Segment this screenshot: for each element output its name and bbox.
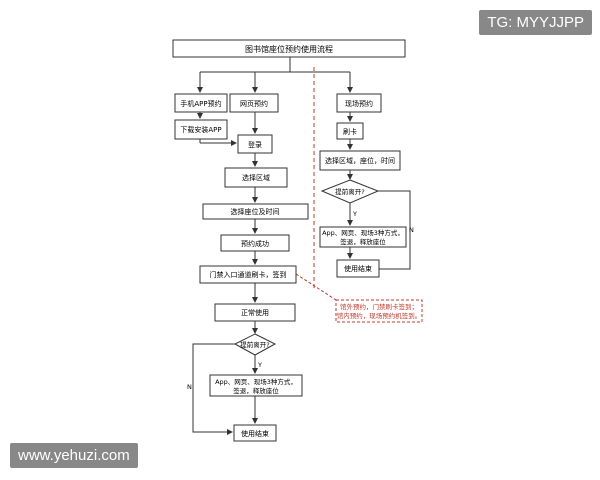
node-swipe-card-text: 刷卡 bbox=[343, 127, 357, 136]
note-line1: 馆外预约，门禁刷卡签到； bbox=[340, 302, 418, 311]
node-release-right-line1: App、网页、现场3种方式， bbox=[322, 228, 404, 237]
node-onsite-reserve-text: 现场预约 bbox=[345, 99, 373, 108]
node-gate-checkin-text: 门禁入口通道刷卡，签到 bbox=[210, 270, 287, 279]
node-onsite-reserve: 现场预约 bbox=[336, 93, 382, 113]
title-box: 图书馆座位预约使用流程 bbox=[172, 39, 406, 58]
node-reserve-success-text: 预约成功 bbox=[241, 239, 269, 248]
node-early-leave-right-text: 提前离开? bbox=[335, 187, 364, 196]
node-download-app: 下载安装APP bbox=[174, 119, 228, 140]
node-release-left-line1: App、网页、现场3种方式， bbox=[215, 377, 297, 386]
node-web-reserve: 网页预约 bbox=[229, 93, 279, 113]
node-end-right-text: 使用结束 bbox=[344, 264, 372, 273]
node-early-leave-right: 提前离开? bbox=[320, 179, 380, 204]
node-end-right: 使用结束 bbox=[336, 259, 380, 278]
label-yes-left: Y bbox=[257, 361, 262, 369]
watermark-bottom: www.yehuzi.com bbox=[10, 443, 138, 468]
node-choose-area-text: 选择区域 bbox=[242, 173, 270, 182]
node-download-app-text: 下载安装APP bbox=[180, 125, 221, 134]
title-text: 图书馆座位预约使用流程 bbox=[245, 44, 333, 54]
node-onsite-choose: 选择区域，座位，时间 bbox=[319, 150, 401, 171]
label-no-right: N bbox=[409, 226, 414, 234]
note-line2: 馆内预约，现场预约机签到。 bbox=[337, 311, 422, 320]
node-early-leave-left-text: 提前离开? bbox=[240, 340, 269, 349]
note-box: 馆外预约，门禁刷卡签到； 馆内预约，现场预约机签到。 bbox=[335, 299, 423, 323]
node-normal-use-text: 正常使用 bbox=[241, 308, 269, 317]
label-yes-right: Y bbox=[352, 210, 357, 218]
node-normal-use: 正常使用 bbox=[214, 303, 296, 322]
node-early-leave-left: 提前离开? bbox=[233, 333, 277, 356]
node-choose-area: 选择区域 bbox=[224, 167, 288, 188]
node-login: 登录 bbox=[237, 134, 273, 154]
node-release-left: App、网页、现场3种方式， 签退，释放座位 bbox=[209, 374, 303, 397]
node-release-left-line2: 签退，释放座位 bbox=[233, 386, 279, 395]
node-choose-seat-time: 选择座位及时间 bbox=[202, 203, 309, 220]
node-reserve-success: 预约成功 bbox=[220, 234, 290, 252]
node-web-reserve-text: 网页预约 bbox=[240, 99, 268, 108]
node-swipe-card: 刷卡 bbox=[336, 122, 364, 140]
node-gate-checkin: 门禁入口通道刷卡，签到 bbox=[199, 265, 297, 284]
node-app-reserve-text: 手机APP预约 bbox=[180, 99, 221, 108]
node-end-left: 使用结束 bbox=[233, 424, 277, 442]
node-release-right: App、网页、现场3种方式， 签退，释放座位 bbox=[319, 226, 407, 248]
node-onsite-choose-text: 选择区域，座位，时间 bbox=[325, 156, 395, 165]
node-app-reserve: 手机APP预约 bbox=[174, 93, 228, 113]
label-no-left: N bbox=[187, 383, 192, 391]
connectors bbox=[192, 57, 411, 435]
node-login-text: 登录 bbox=[248, 140, 262, 149]
node-end-left-text: 使用结束 bbox=[241, 429, 269, 438]
node-choose-seat-time-text: 选择座位及时间 bbox=[231, 207, 280, 216]
watermark-top: TG: MYYJJPP bbox=[479, 10, 592, 35]
node-release-right-line2: 签退，释放座位 bbox=[340, 237, 386, 246]
